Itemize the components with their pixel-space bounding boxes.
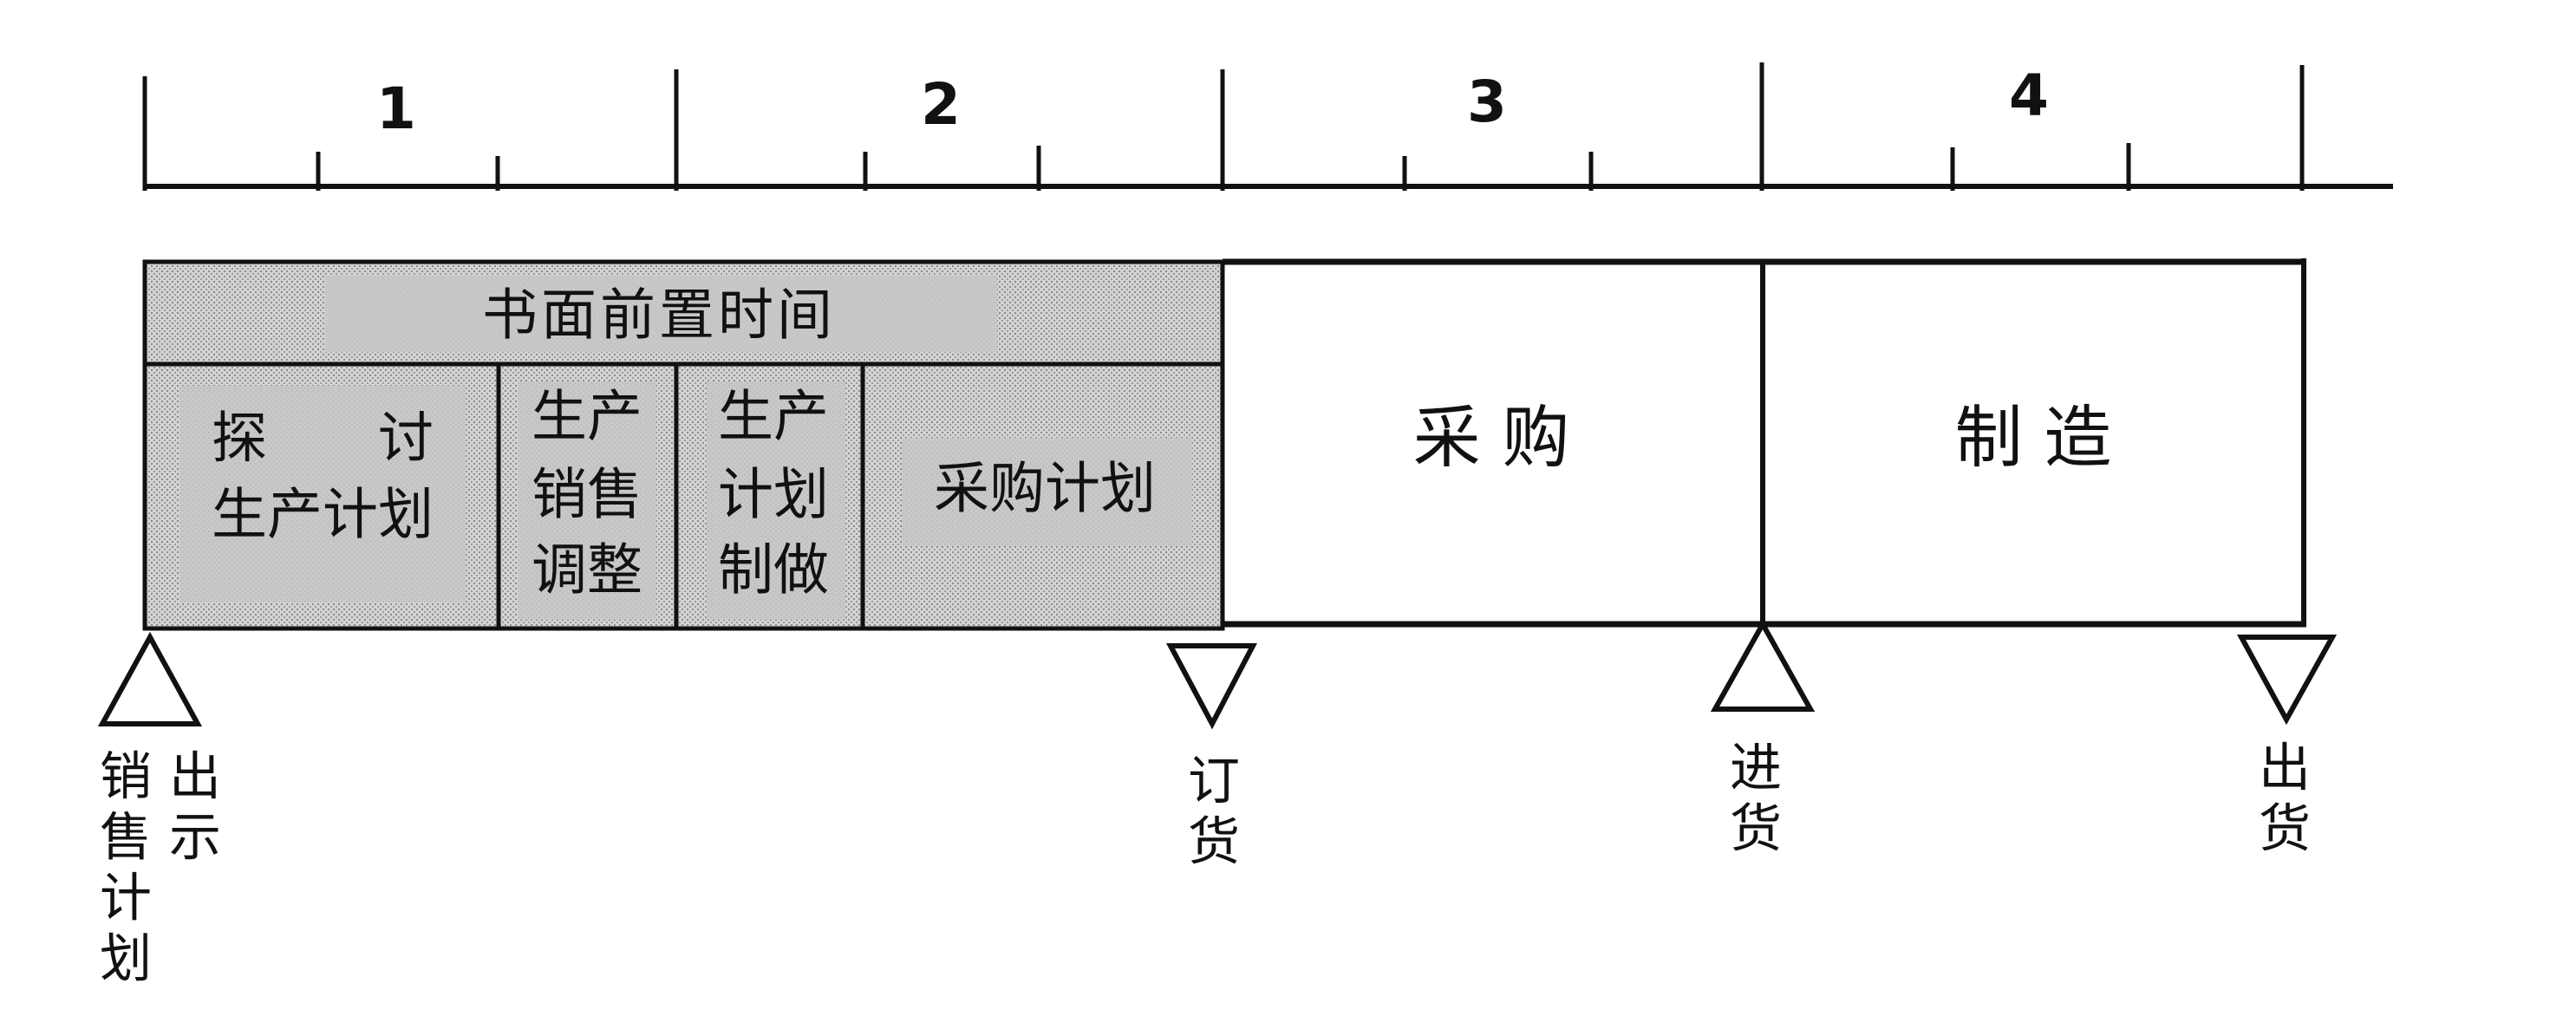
milestone-1-col-2-char: 示 [169, 808, 221, 869]
procurement-label: 采 购 [1413, 399, 1570, 477]
cell-4-line-1: 采购计划 [934, 458, 1156, 522]
period-label-3: 3 [1467, 68, 1507, 135]
milestone-4-char: 出 [2259, 739, 2311, 799]
period-label-2: 2 [921, 71, 961, 138]
triangle-up-icon [1710, 618, 1816, 712]
milestone-1-col-1-char: 销 [100, 747, 152, 808]
milestone-2-char: 货 [1188, 812, 1240, 873]
cell-backdrop [902, 438, 1192, 546]
period-label-4: 4 [2009, 62, 2049, 129]
milestone-4-char: 货 [2259, 799, 2311, 860]
manufacturing-label: 制 造 [1955, 399, 2112, 477]
triangle-down-icon [1166, 643, 1257, 730]
header-text-backdrop [325, 276, 997, 352]
cell-2-line-3: 调整 [532, 539, 642, 603]
cell-backdrop [707, 381, 845, 620]
cell-3-line-2: 计划 [718, 464, 829, 528]
milestone-sales-plan: 销 售 计 划 出 示 [97, 631, 221, 990]
procurement-manufacturing-blocks: 采 购 制 造 [1223, 258, 2306, 628]
milestone-1-col-1-char: 划 [100, 929, 152, 990]
header-label: 书面前置时间 [482, 284, 836, 348]
milestone-shipment: 出 货 [2236, 635, 2338, 860]
cell-backdrop [179, 386, 466, 602]
written-lead-time-block: 书面前置时间 探 讨 生产计划 生产 销售 调整 生产 计划 制做 采购计划 [142, 259, 1225, 631]
milestone-3-char: 进 [1730, 739, 1782, 799]
milestone-receiving: 进 货 [1710, 618, 1816, 860]
milestone-3-char: 货 [1730, 799, 1782, 860]
cell-3-line-3: 制做 [718, 539, 829, 603]
milestone-1-col-1-char: 计 [100, 869, 152, 929]
cell-1-line-2: 生产计划 [212, 484, 434, 548]
triangle-up-icon [97, 631, 203, 726]
milestone-1-col-1-char: 售 [100, 808, 152, 869]
cell-backdrop [518, 381, 656, 620]
cell-2-line-1: 生产 [532, 386, 642, 450]
cell-3-line-1: 生产 [718, 386, 829, 450]
cell-1-line-1: 探 讨 [212, 407, 434, 472]
period-label-1: 1 [376, 75, 416, 142]
cell-2-line-2: 销售 [532, 464, 642, 528]
milestone-order: 订 货 [1166, 643, 1257, 873]
milestone-1-col-2-char: 出 [169, 747, 221, 808]
triangle-down-icon [2236, 635, 2338, 726]
time-ruler: 1 2 3 4 [142, 62, 2393, 191]
milestone-2-char: 订 [1188, 752, 1240, 812]
